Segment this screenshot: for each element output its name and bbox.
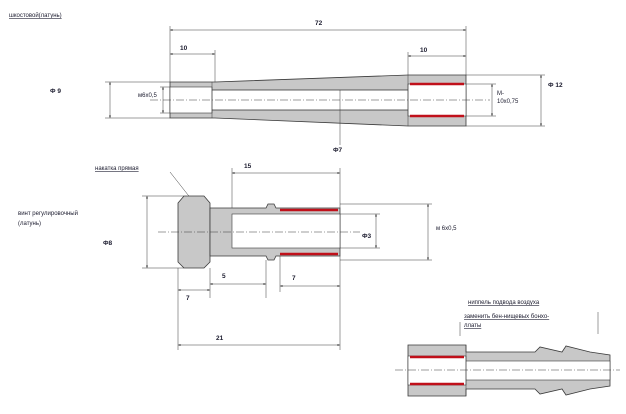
part1-right-step-label: 10 xyxy=(420,47,428,54)
part1-left-step-label: 10 xyxy=(180,45,188,52)
part2-thread-start-label: 7 xyxy=(292,275,296,282)
part2-bore-label: Ф3 xyxy=(362,233,372,240)
part2-head-width-label: 7 xyxy=(186,295,190,302)
part1-bore-label: Ф7 xyxy=(333,147,343,154)
part1-left-diameter-label: Ф 9 xyxy=(50,88,61,95)
part1-tube: шкостовой(латунь) 72 10 10 xyxy=(9,12,563,154)
part2-neck-label: 5 xyxy=(222,273,226,280)
part2-screw: накатка прямая винт регулировочный (лату… xyxy=(18,163,457,350)
part1-left-thread-label: м6х0,5 xyxy=(138,93,157,99)
part3-note-1: заменить бен-нищевых бонхо- xyxy=(464,314,549,320)
part2-thread-length-label: 15 xyxy=(244,163,252,170)
part3-nipple: ниппель подвода воздуха заменить бен-нищ… xyxy=(395,300,620,397)
part1-right-diameter-label: Ф 12 xyxy=(548,82,563,89)
part1-right-thread-label-2: 10х0,75 xyxy=(497,99,519,105)
part2-diameter-label: Ф8 xyxy=(103,240,113,247)
part3-title: ниппель подвода воздуха xyxy=(468,300,540,306)
part3-counterbore xyxy=(407,355,467,386)
part2-bore xyxy=(231,213,341,249)
part3-note-2: ллаты xyxy=(464,323,481,329)
part1-length-label: 72 xyxy=(315,20,323,27)
part2-title-2: (латунь) xyxy=(18,221,41,227)
part2-thread-label: м 6х0,5 xyxy=(436,226,457,232)
part2-note: накатка прямая xyxy=(95,166,139,172)
part1-right-thread-label-1: М- xyxy=(497,91,504,97)
part2-title-1: винт регулировочный xyxy=(18,210,78,217)
part1-title: шкостовой(латунь) xyxy=(9,12,62,19)
part2-overall-length-label: 21 xyxy=(216,335,224,342)
